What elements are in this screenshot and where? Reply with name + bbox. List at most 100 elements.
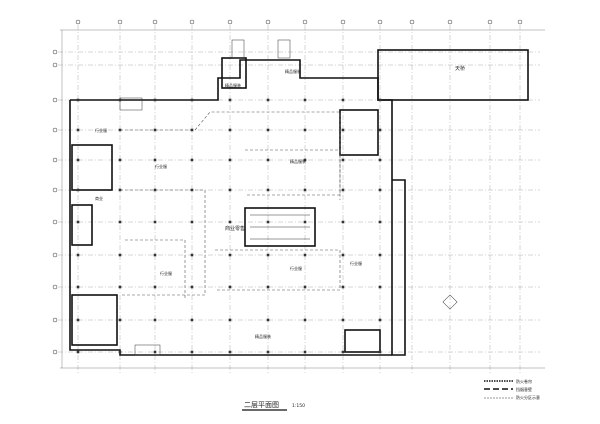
- column: [190, 188, 194, 192]
- column: [228, 188, 232, 192]
- axis-bubble: [75, 19, 81, 25]
- fire-zone-boundaries: [120, 111, 341, 300]
- east-room: [344, 329, 381, 353]
- column: [228, 285, 232, 289]
- column: [303, 350, 307, 354]
- skybridge: [377, 49, 529, 101]
- scale-text: 1:150: [292, 403, 305, 409]
- column: [76, 253, 80, 257]
- column: [378, 318, 382, 322]
- column: [190, 318, 194, 322]
- axis-bubble: [377, 19, 383, 25]
- column: [378, 350, 382, 354]
- room-labels: 商业零售 天桥 精品服装 精品服装 行业服 行业服 行业服 行业服 行业服 商业…: [95, 65, 465, 339]
- axis-bubble: [409, 19, 415, 25]
- column: [76, 98, 80, 102]
- fire-zone-line: [120, 111, 341, 200]
- column: [228, 158, 232, 162]
- column: [303, 158, 307, 162]
- axis-bubble: [227, 19, 233, 25]
- column: [153, 98, 157, 102]
- fire-zone-line: [215, 249, 341, 291]
- column: [341, 220, 345, 224]
- legend-label: 挡烟垂壁: [516, 386, 532, 392]
- legend-label: 防火卷帘: [516, 378, 532, 384]
- column: [378, 158, 382, 162]
- column: [118, 188, 122, 192]
- stair-top-2: [277, 39, 291, 59]
- column: [228, 318, 232, 322]
- axis-bubble: [52, 187, 58, 193]
- room-label: 行业服: [160, 270, 172, 276]
- column: [228, 128, 232, 132]
- column: [303, 128, 307, 132]
- column: [153, 188, 157, 192]
- column: [190, 158, 194, 162]
- room-label: 天桥: [455, 65, 465, 72]
- column: [153, 285, 157, 289]
- west-room: [71, 204, 93, 246]
- column: [190, 285, 194, 289]
- column: [190, 350, 194, 354]
- column: [76, 158, 80, 162]
- column: [266, 158, 270, 162]
- column: [76, 350, 80, 354]
- column: [303, 285, 307, 289]
- room-label: 精品服装: [225, 82, 241, 88]
- column: [118, 318, 122, 322]
- axis-bubble: [487, 19, 493, 25]
- axis-bubble: [52, 97, 58, 103]
- column: [266, 253, 270, 257]
- column: [153, 220, 157, 224]
- building-walls: [69, 39, 529, 356]
- column: [153, 128, 157, 132]
- column: [153, 350, 157, 354]
- title-text: 二层平面图: [244, 401, 279, 409]
- column: [378, 220, 382, 224]
- column: [266, 318, 270, 322]
- column: [118, 98, 122, 102]
- column: [266, 285, 270, 289]
- toilets: [71, 294, 118, 346]
- column: [378, 253, 382, 257]
- column: [153, 318, 157, 322]
- column: [118, 158, 122, 162]
- column: [118, 253, 122, 257]
- column: [118, 220, 122, 224]
- axis-bubble: [302, 19, 308, 25]
- lobby-block: [134, 344, 161, 356]
- column: [76, 318, 80, 322]
- column: [266, 98, 270, 102]
- column: [76, 285, 80, 289]
- column: [378, 98, 382, 102]
- column: [76, 220, 80, 224]
- column: [266, 220, 270, 224]
- column: [341, 350, 345, 354]
- structural-columns: [76, 98, 382, 354]
- axis-bubble: [265, 19, 271, 25]
- column: [341, 98, 345, 102]
- room-label: 行业服: [290, 265, 302, 271]
- axis-bubble: [189, 19, 195, 25]
- axis-bubble: [52, 49, 58, 55]
- axis-bubble: [52, 219, 58, 225]
- column: [341, 285, 345, 289]
- axis-bubble: [447, 19, 453, 25]
- column: [266, 350, 270, 354]
- drawing-title: 二层平面图 1:150: [242, 401, 305, 411]
- column: [190, 220, 194, 224]
- column: [118, 128, 122, 132]
- axis-bubble: [52, 317, 58, 323]
- axis-bubble: [152, 19, 158, 25]
- column: [118, 350, 122, 354]
- column: [378, 285, 382, 289]
- axis-bubble: [52, 157, 58, 163]
- marker: [442, 294, 458, 310]
- stair-top: [231, 39, 245, 59]
- column: [118, 285, 122, 289]
- axis-bubble: [52, 349, 58, 355]
- column: [341, 318, 345, 322]
- axis-bubble: [52, 284, 58, 290]
- escalator-box: [244, 207, 316, 247]
- column: [153, 158, 157, 162]
